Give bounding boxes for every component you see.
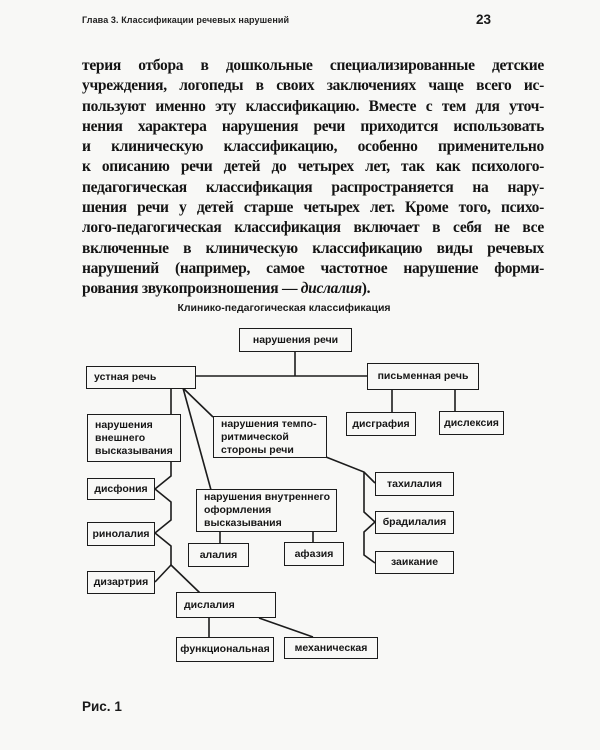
connector-line xyxy=(170,564,201,594)
text-line: нарушений (например, самое частотное нар… xyxy=(82,259,544,277)
text-span: ). xyxy=(361,280,371,298)
diagram-node-disfoniya: дисфония xyxy=(87,478,155,500)
diagram-node-narusheniya-vneshnego: нарушения внешнего высказывания xyxy=(87,414,181,462)
classification-diagram: Клинико-педагогическая классификация нар… xyxy=(0,300,600,700)
text-line: включенные в клиническую классификацию в… xyxy=(82,239,544,257)
diagram-node-zaikanie: заикание xyxy=(375,551,454,574)
connector-line xyxy=(182,387,214,418)
diagram-title: Клинико-педагогическая классификация xyxy=(177,302,391,314)
page-number: 23 xyxy=(475,12,491,27)
text-span: рования звукопроизношения — xyxy=(82,280,301,298)
diagram-connectors xyxy=(153,352,456,638)
text-line-last: рования звукопроизношения — дислалия). xyxy=(82,279,544,299)
diagram-node-narusheniya-tempo: нарушения темпо- ритмической стороны реч… xyxy=(213,416,327,458)
diagram-node-tahilaliya: тахилалия xyxy=(375,472,454,496)
diagram-node-pismennaya-rech: письменная речь xyxy=(367,363,479,390)
connector-line xyxy=(153,462,172,565)
diagram-node-dizartriya: дизартрия xyxy=(87,571,155,594)
connector-line xyxy=(182,387,212,491)
connector-line xyxy=(258,617,314,638)
diagram-node-ustnaya-rech: устная речь xyxy=(86,366,196,389)
diagram-node-afaziya: афазия xyxy=(284,542,344,566)
diagram-node-alaliya: алалия xyxy=(188,543,249,567)
chapter-heading: Глава 3. Классификации речевых нарушений xyxy=(82,15,290,25)
diagram-node-disgrafiya: дисграфия xyxy=(346,412,416,436)
text-line: терия отбора в дошкольные специализирова… xyxy=(82,57,544,74)
text-line: педагогическая классификация распростран… xyxy=(82,178,544,196)
text-line: учреждения, логопеды в своих заключениях… xyxy=(82,77,544,95)
diagram-node-mehanicheskaya: механическая xyxy=(284,637,378,659)
diagram-node-funkcionalnaya: функциональная xyxy=(176,637,274,662)
text-line: нения характера нарушения речи приходитс… xyxy=(82,117,544,135)
body-text: терия отбора в дошкольные специализирова… xyxy=(82,56,544,300)
figure-caption: Рис. 1 xyxy=(82,699,122,714)
diagram-node-dislaliya: дислалия xyxy=(176,592,276,618)
text-line: к описанию речи детей до четырех лет, та… xyxy=(82,158,544,176)
diagram-node-narusheniya-vnutrennego: нарушения внутреннего оформления высказы… xyxy=(196,489,337,532)
connector-line xyxy=(154,564,172,583)
diagram-node-disleksiya: дислексия xyxy=(439,411,504,435)
text-line: пользуют именно эту классификацию. Вмест… xyxy=(82,97,544,115)
connector-line xyxy=(363,472,377,564)
diagram-node-bradilaliya: брадилалия xyxy=(375,511,454,534)
diagram-node-rinolaliya: ринолалия xyxy=(87,522,155,546)
diagram-node-narusheniya-rechi: нарушения речи xyxy=(239,328,352,352)
text-line: шения речи у детей старше четырех лет. К… xyxy=(82,199,544,217)
italic-term: дислалия xyxy=(300,280,362,298)
text-line: и клиническую классификацию, особенно пр… xyxy=(82,138,544,156)
text-line: лого-педагогическая классификация включа… xyxy=(82,219,544,237)
diagram-nodes: нарушения речи устная речь письменная речь… xyxy=(0,300,600,700)
